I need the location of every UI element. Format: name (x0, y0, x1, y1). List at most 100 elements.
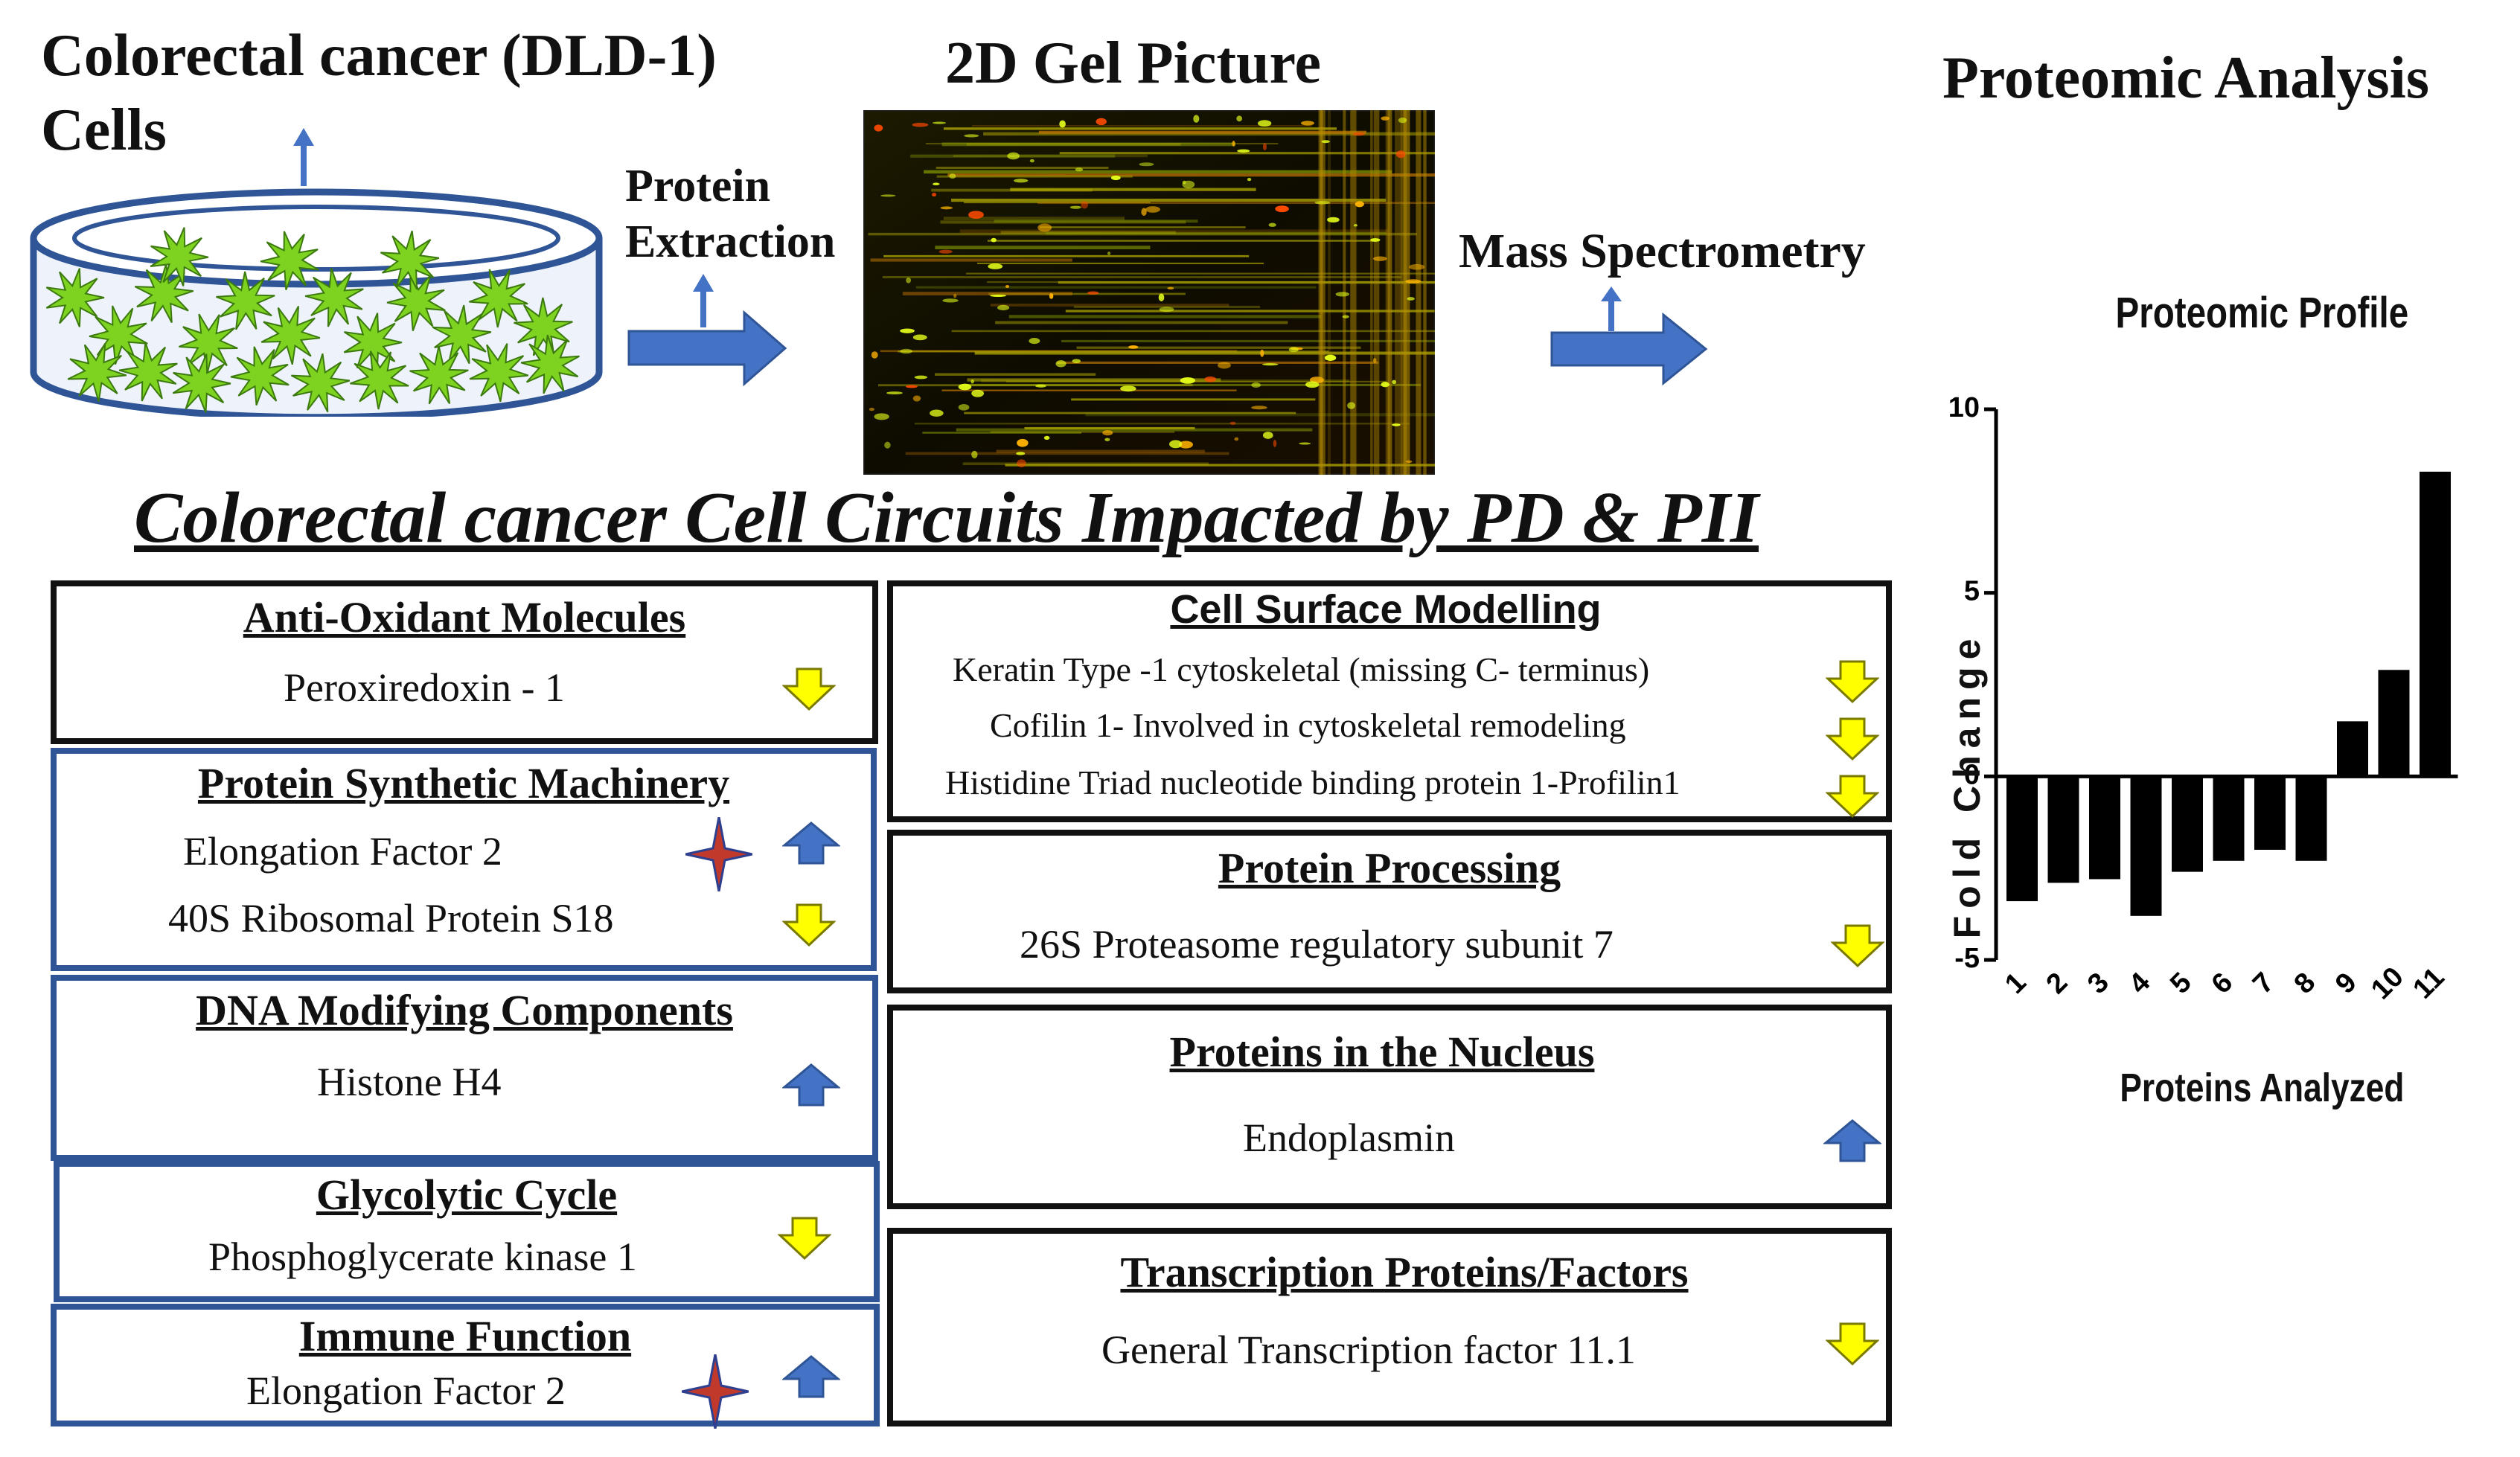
processing-box: Protein Processing 26S Proteasome regula… (887, 830, 1892, 993)
x-tick-label: 9 (2329, 967, 2363, 1000)
cell-shape (230, 346, 290, 406)
y-tick-label: -5 (1954, 943, 1980, 974)
transcription-title: Transcription Proteins/Factors (1120, 1248, 1689, 1296)
cell-shape (469, 269, 528, 328)
cell-shape (134, 263, 194, 323)
up-arrow-icon (293, 128, 314, 186)
cell-surface-item-1: Keratin Type -1 cytoskeletal (missing C-… (953, 650, 1650, 688)
down-arrow-icon (1825, 1322, 1880, 1370)
nucleus-title: Proteins in the Nucleus (1169, 1028, 1595, 1076)
nucleus-box: Proteins in the Nucleus Endoplasmin (887, 1005, 1892, 1209)
transcription-item-1: General Transcription factor 11.1 (1101, 1328, 1636, 1372)
cell-shape (432, 304, 492, 365)
x-tick-label: 4 (2123, 967, 2157, 1000)
down-arrow-icon (781, 903, 837, 951)
up-arrow-icon (1822, 1118, 1883, 1167)
bar-2 (2047, 776, 2079, 883)
bar-8 (2295, 776, 2327, 861)
bar-7 (2254, 776, 2286, 850)
x-tick-label: 10 (2365, 961, 2410, 1006)
protein-extraction-line2: Extraction (625, 217, 836, 267)
bar-6 (2213, 776, 2245, 861)
y-tick-label: 10 (1948, 392, 1980, 423)
bar-11 (2420, 471, 2451, 777)
dna-title: DNA Modifying Components (196, 986, 733, 1034)
cells-title-line1: Colorectal cancer (DLD-1) (41, 23, 717, 89)
cell-shape (260, 306, 321, 365)
protein-synth-title: Protein Synthetic Machinery (197, 759, 730, 807)
antioxidant-title: Anti-Oxidant Molecules (243, 593, 686, 641)
nucleus-item-1: Endoplasmin (1243, 1115, 1455, 1160)
gel-image (863, 110, 1435, 475)
bar-10 (2378, 670, 2410, 777)
cell-surface-box: Cell Surface Modelling Keratin Type -1 c… (887, 580, 1892, 822)
cell-shape (304, 267, 364, 327)
right-arrow-icon (1550, 312, 1708, 386)
cell-shape (290, 353, 351, 413)
antioxidant-box: Anti-Oxidant Molecules Peroxiredoxin - 1 (51, 580, 878, 744)
x-tick-label: 6 (2206, 967, 2239, 1000)
star-icon (681, 1354, 749, 1432)
y-tick-label: 0 (1964, 759, 1980, 790)
bar-4 (2130, 776, 2162, 916)
mass-spec-label: Mass Spectrometry (1459, 224, 1866, 278)
proteomic-analysis-title: Proteomic Analysis (1942, 45, 2430, 111)
down-arrow-icon (1825, 774, 1880, 822)
chart-title: Proteomic Profile (2116, 289, 2409, 338)
processing-title: Protein Processing (1218, 844, 1561, 892)
cells-title-line2: Cells (41, 97, 167, 163)
x-tick-label: 3 (2082, 967, 2115, 1000)
star-icon (685, 816, 753, 895)
chart-y-label: Fold Change (1946, 632, 1988, 939)
petri-dish-illustration (30, 128, 603, 417)
extraction-arrow (627, 274, 787, 387)
glyco-title: Glycolytic Cycle (316, 1171, 618, 1219)
bar-3 (2089, 776, 2120, 880)
cell-shape (67, 343, 127, 403)
glyco-item-1: Phosphoglycerate kinase 1 (208, 1235, 637, 1279)
down-arrow-icon (1830, 923, 1885, 972)
immune-title: Immune Function (298, 1312, 632, 1360)
immune-item-1: Elongation Factor 2 (246, 1368, 566, 1413)
up-arrow-icon (781, 1063, 842, 1111)
up-arrow-icon (693, 274, 714, 327)
protein-synth-item-1: Elongation Factor 2 (183, 829, 502, 874)
main-title: Colorectal cancer Cell Circuits Impacted… (134, 478, 1759, 558)
bar-5 (2172, 776, 2203, 872)
transcription-box: Transcription Proteins/Factors General T… (887, 1228, 1892, 1426)
up-arrow-icon (1601, 286, 1622, 331)
cell-shape (179, 313, 238, 373)
x-tick-label: 11 (2407, 961, 2450, 1005)
cell-cluster (45, 227, 580, 413)
cell-shape (45, 268, 105, 327)
cell-surface-item-2: Cofilin 1- Involved in cytoskeletal remo… (990, 706, 1626, 744)
x-tick-label: 1 (1999, 967, 2033, 1000)
up-arrow-icon (781, 821, 842, 869)
cell-surface-title: Cell Surface Modelling (1170, 587, 1602, 632)
processing-item-1: 26S Proteasome regulatory subunit 7 (1020, 922, 1614, 967)
bar-1 (2006, 776, 2038, 902)
cell-shape (409, 345, 469, 405)
antioxidant-item-1: Peroxiredoxin - 1 (284, 665, 565, 710)
mass-spec-arrow (1550, 286, 1708, 386)
x-tick-label: 5 (2164, 967, 2198, 1000)
dna-item-1: Histone H4 (317, 1060, 502, 1104)
immune-box: Immune Function Elongation Factor 2 (51, 1304, 880, 1429)
gel-title: 2D Gel Picture (945, 31, 1322, 96)
cell-shape (520, 334, 580, 394)
protein-extraction-line1: Protein (625, 161, 771, 211)
down-arrow-icon (1825, 717, 1880, 765)
cell-shape (386, 272, 446, 332)
right-arrow-icon (627, 310, 787, 387)
dna-box: DNA Modifying Components Histone H4 (51, 975, 878, 1161)
cell-shape (118, 342, 178, 402)
cell-shape (150, 227, 209, 286)
cell-shape (469, 343, 529, 403)
cell-shape (216, 271, 275, 330)
down-arrow-icon (781, 667, 837, 715)
bar-9 (2337, 721, 2368, 777)
up-arrow-icon (781, 1354, 842, 1403)
cell-shape (514, 297, 573, 356)
down-arrow-icon (777, 1216, 832, 1264)
